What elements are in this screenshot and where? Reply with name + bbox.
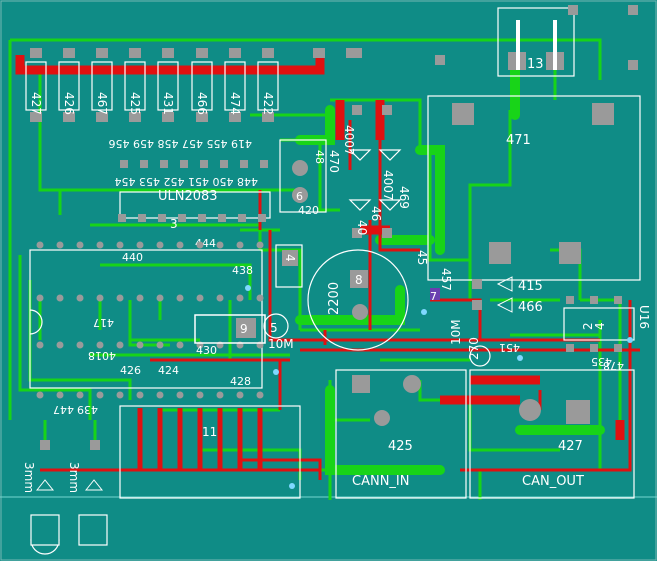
label-13: 13 xyxy=(527,57,544,72)
label-469: 469 xyxy=(397,186,411,209)
cap-270 xyxy=(469,345,491,367)
led-b-label: 3mm xyxy=(67,462,81,493)
label-10m: 10M xyxy=(268,337,294,351)
uln-ref-label: 3 xyxy=(170,217,178,231)
label-4007b: 4007 xyxy=(381,170,395,201)
label-11: 11 xyxy=(202,425,217,439)
svg-text:9: 9 xyxy=(240,322,248,336)
can-out-connector[interactable]: 427 CAN_OUT xyxy=(469,369,635,499)
label-2200: 2200 xyxy=(327,282,342,315)
uln-top-pads xyxy=(120,160,268,168)
label-4018: 4018 xyxy=(88,349,116,362)
label-r426: 426 xyxy=(62,92,76,115)
label-464: 4 xyxy=(593,322,607,330)
can-in-connector[interactable]: 425 CANN_IN xyxy=(335,369,467,499)
label-438: 438 xyxy=(232,264,253,277)
label-r467: 467 xyxy=(95,92,109,115)
label-46: 46 xyxy=(369,206,383,221)
label-r422: 422 xyxy=(261,92,275,115)
label-2: 2 xyxy=(581,322,595,330)
label-r425: 425 xyxy=(128,92,142,115)
uln2083-ic[interactable]: ULN2083 3 xyxy=(118,189,271,231)
label-427b: 427 xyxy=(558,439,583,454)
label-4: 4 xyxy=(283,254,297,262)
label-r466: 466 xyxy=(195,92,209,115)
uln-part-label: ULN2083 xyxy=(158,189,218,204)
label-440: 440 xyxy=(122,251,143,264)
label-430: 430 xyxy=(196,344,217,357)
regulator-4[interactable]: 4 xyxy=(275,244,303,288)
ceramic-cap-5 xyxy=(263,313,289,339)
label-439: 439 xyxy=(77,403,98,416)
label-can-out: CAN_OUT xyxy=(522,474,584,489)
label-can-in: CANN_IN xyxy=(352,474,409,489)
diode-415[interactable]: 415 xyxy=(472,276,543,294)
label-420: 420 xyxy=(298,204,319,217)
corner-pads xyxy=(352,5,638,70)
main-dip-ic[interactable] xyxy=(29,241,264,399)
capacitor-430[interactable]: 9 430 xyxy=(194,314,266,357)
diode-466[interactable]: 466 xyxy=(472,297,543,315)
label-425: 425 xyxy=(388,439,413,454)
resistor-row xyxy=(25,48,358,122)
label-428: 428 xyxy=(230,375,251,388)
vias xyxy=(245,285,633,489)
label-45: 45 xyxy=(415,250,429,265)
label-10m-2: 10M xyxy=(449,319,463,345)
label-451: 451 xyxy=(499,341,520,354)
electrolytic-cap-2200[interactable]: 8 2200 xyxy=(307,249,409,351)
label-424: 424 xyxy=(158,364,179,377)
label-7: 7 xyxy=(430,290,437,303)
label-40: 40 xyxy=(355,220,369,235)
label-478: 478 xyxy=(603,359,624,372)
label-471: 471 xyxy=(506,133,531,148)
label-r427: 427 xyxy=(29,92,43,115)
label-426b: 426 xyxy=(120,364,141,377)
label-6: 6 xyxy=(296,190,303,203)
label-r474: 474 xyxy=(228,92,242,115)
label-466b: 466 xyxy=(518,300,543,315)
connector-13[interactable]: 13 xyxy=(497,7,575,77)
pin-header-11[interactable]: 11 xyxy=(119,405,301,499)
label-5: 5 xyxy=(270,321,278,335)
label-457: 457 xyxy=(439,268,453,291)
label-u16: U16 xyxy=(637,305,651,329)
ic-u16[interactable]: U16 2 4 xyxy=(563,296,651,352)
led-a[interactable]: 3mm xyxy=(22,440,60,555)
resistor-labels: 427 426 467 425 431 466 474 422 xyxy=(29,92,275,115)
label-417: 417 xyxy=(93,316,114,329)
label-r431: 431 xyxy=(161,92,175,115)
bridge-component[interactable]: 6 420 48 xyxy=(279,139,327,217)
test-point-7 xyxy=(430,288,440,300)
label-4007a: 4007 xyxy=(342,125,356,156)
transformer-471[interactable]: 471 xyxy=(427,95,641,281)
label-8: 8 xyxy=(355,273,363,287)
led-a-label: 3mm xyxy=(22,462,36,493)
label-48: 48 xyxy=(313,150,326,164)
label-447: 447 xyxy=(53,403,74,416)
led-b[interactable]: 3mm xyxy=(67,440,108,546)
net-row-label: 419 455 457 458 459 456 xyxy=(109,137,252,150)
label-435: 435 xyxy=(591,355,612,368)
label-470: 470 xyxy=(327,150,341,173)
label-415: 415 xyxy=(518,279,543,294)
diode-group[interactable]: 4007 4007 470 469 40 46 xyxy=(327,105,411,238)
net-row-label-2: 448 450 451 452 453 454 xyxy=(115,175,258,188)
